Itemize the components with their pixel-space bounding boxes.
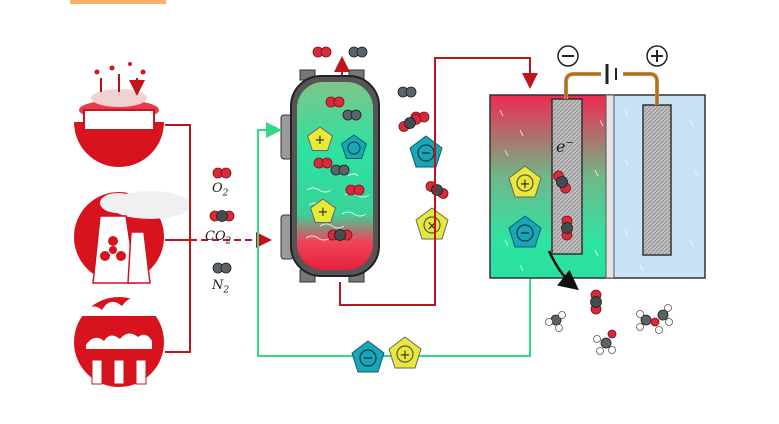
loaded-solution-line xyxy=(339,57,538,306)
regenerated-solution-line xyxy=(257,122,531,357)
svg-text:×: × xyxy=(427,219,438,234)
product-molecule-cluster xyxy=(545,304,673,355)
top-accent-bar xyxy=(70,0,166,4)
exhaust-molecules xyxy=(312,46,368,58)
negative-terminal-icon xyxy=(557,45,579,67)
industrial-chimneys-icon xyxy=(72,295,166,389)
electrochemical-cell-icon: + xyxy=(489,72,706,291)
electron-label: e− xyxy=(556,137,574,156)
co2-label: CO2 xyxy=(205,229,232,247)
svg-text:+: + xyxy=(400,348,411,363)
source-connector-line xyxy=(165,124,191,353)
power-plant-icon xyxy=(72,190,190,284)
released-co2-molecules xyxy=(590,289,602,315)
capture-reactor-icon: + + xyxy=(280,69,380,283)
o2-label: O2 xyxy=(212,181,229,199)
evaporation-source-icon xyxy=(72,62,166,169)
svg-text:+: + xyxy=(318,205,329,220)
positive-terminal-icon xyxy=(646,45,668,67)
returning-cation-icon: + xyxy=(388,336,422,369)
battery-symbol-icon xyxy=(605,64,617,84)
cation-carrier-icon: × xyxy=(415,207,449,240)
anion-carrier-icon xyxy=(409,135,443,168)
svg-text:+: + xyxy=(315,133,326,148)
returning-anion-icon xyxy=(351,340,385,373)
n2-label: N2 xyxy=(212,278,230,296)
svg-text:+: + xyxy=(520,177,531,192)
